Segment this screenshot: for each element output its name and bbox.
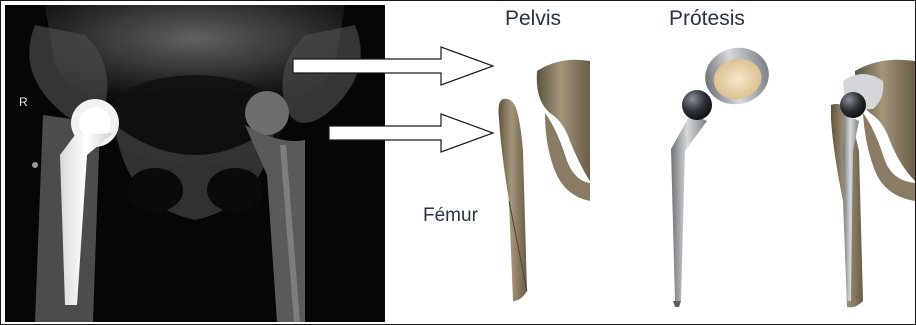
prosthesis-illustration: Pelvis Prótesis Fémur — [385, 1, 915, 324]
assembled-prosthesis-drawing — [831, 60, 915, 308]
femur-label: Fémur — [423, 205, 478, 227]
protesis-label: Prótesis — [669, 7, 745, 31]
xray-side-marker: R — [19, 95, 28, 109]
pelvis-xray-image: R — [5, 5, 385, 322]
xray-drawing — [5, 5, 385, 322]
pelvis-femur-drawing — [499, 60, 591, 301]
hip-prosthesis-drawing — [385, 1, 915, 324]
pelvis-label: Pelvis — [505, 7, 561, 31]
prosthesis-components-drawing — [671, 42, 774, 307]
